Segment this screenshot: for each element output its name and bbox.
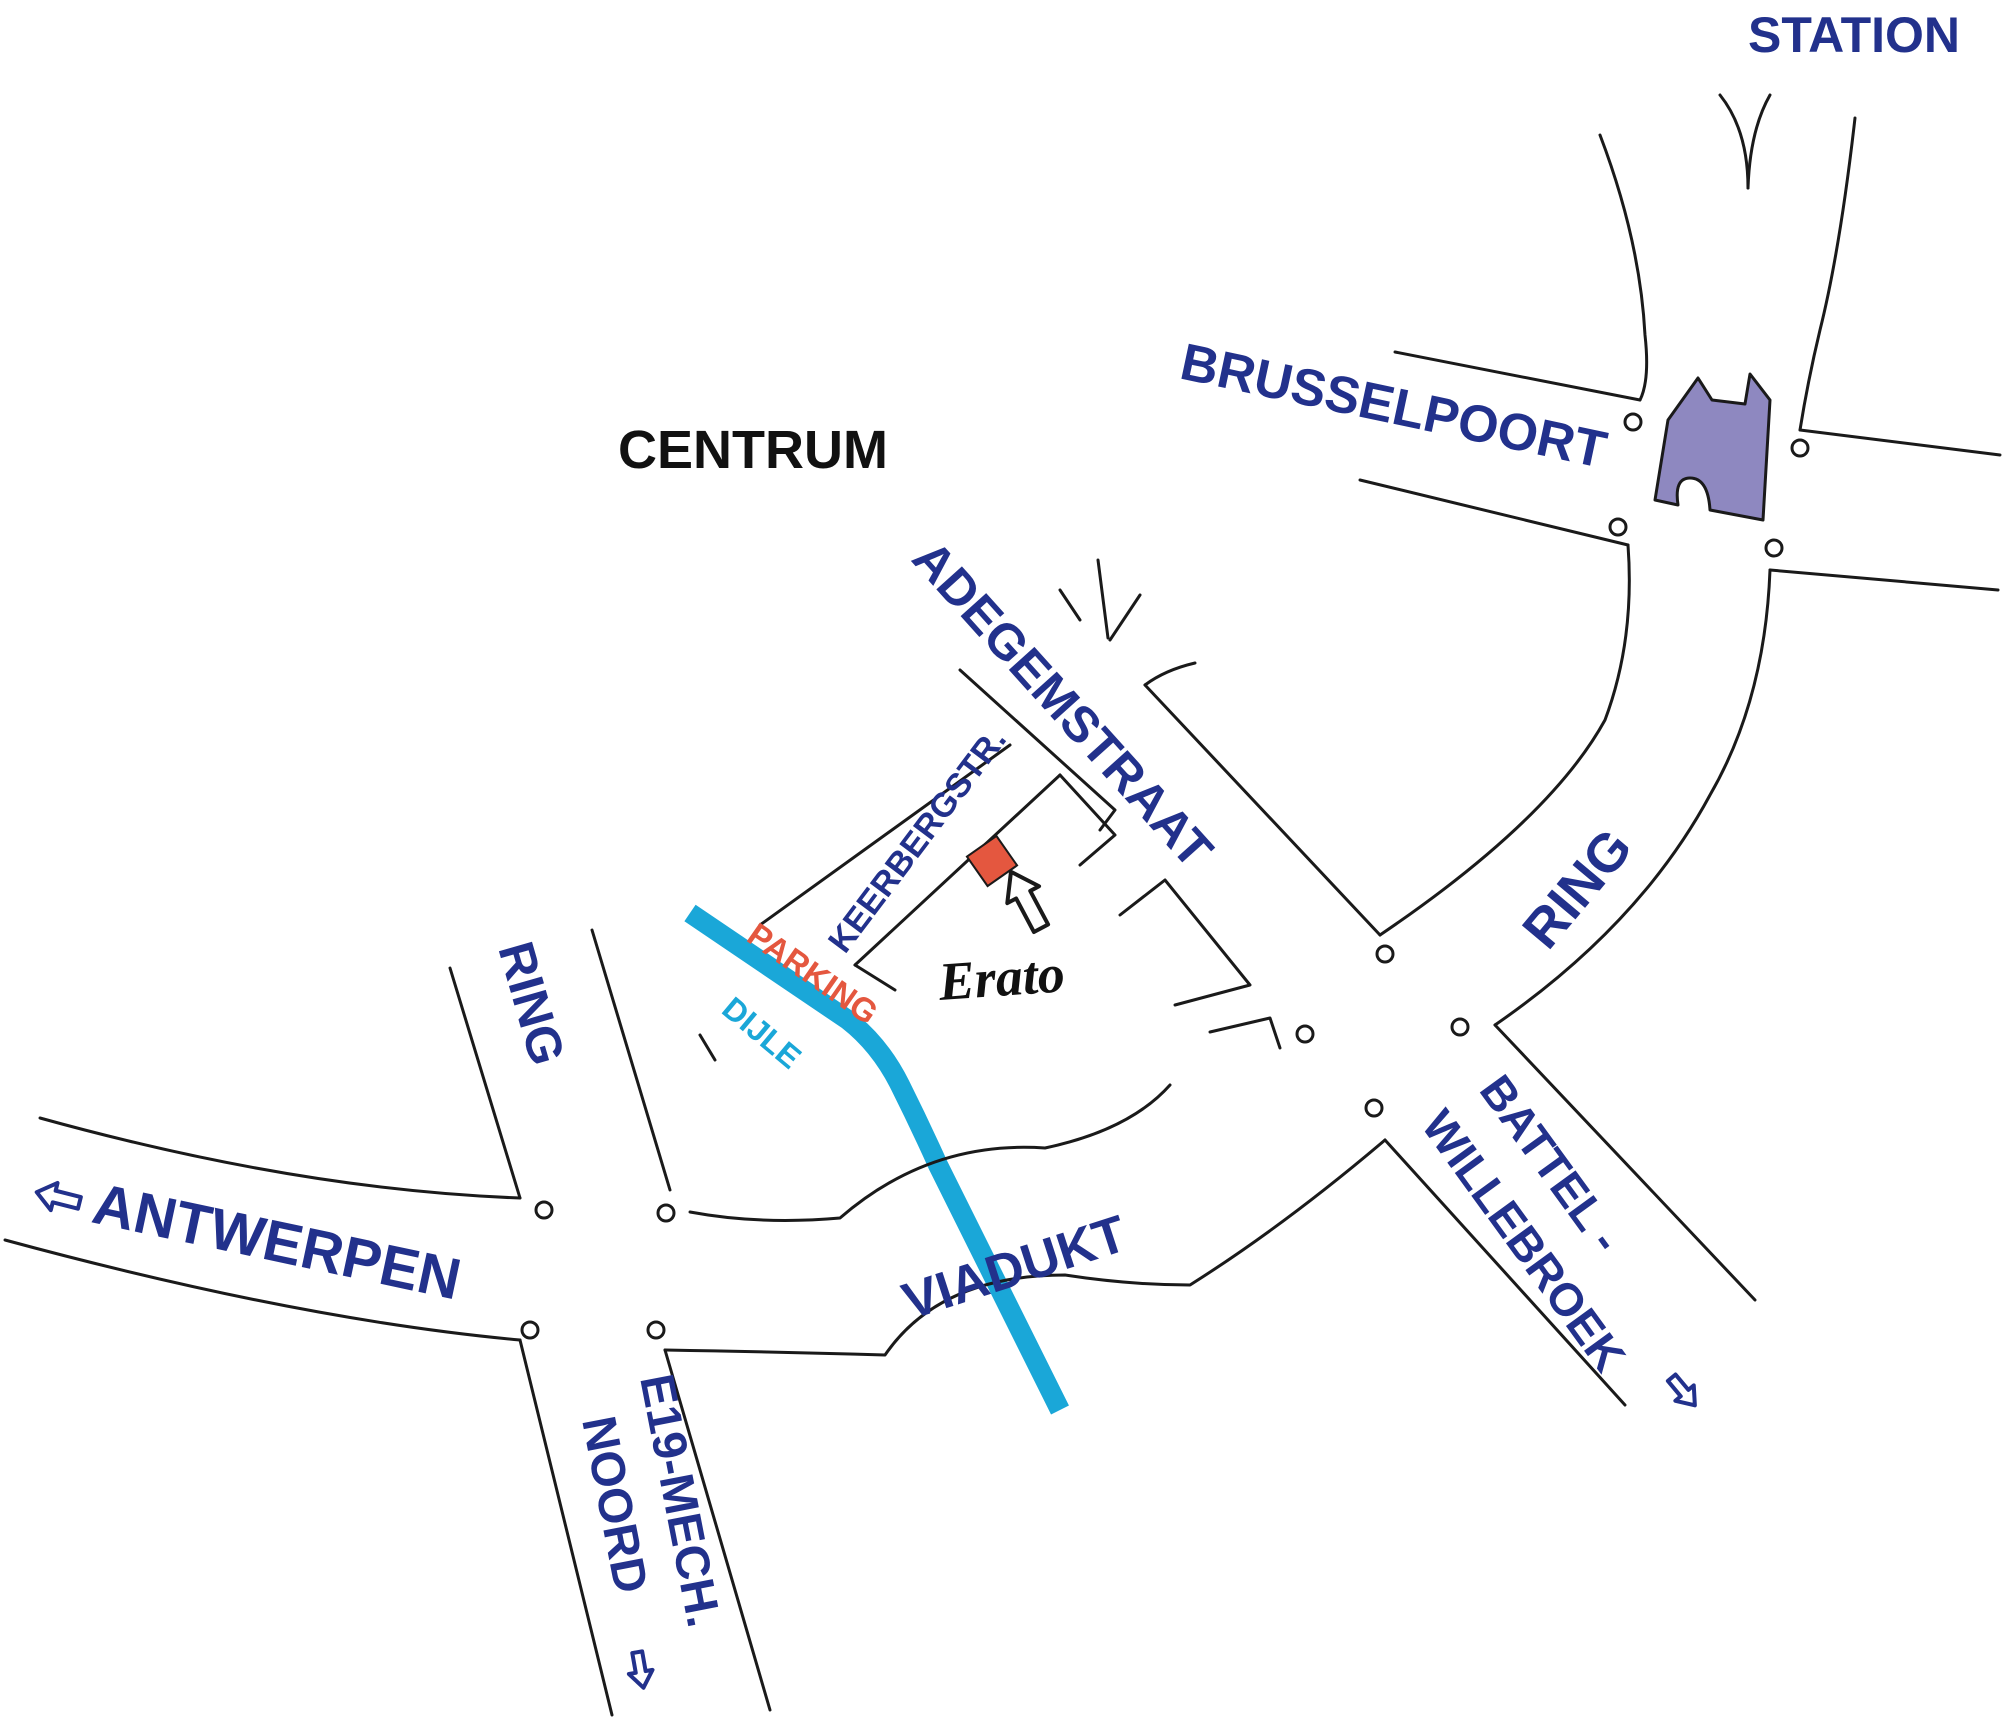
label-e19: E19-MECH. bbox=[629, 1370, 730, 1631]
road-network bbox=[3, 93, 2002, 1717]
arrow-up-icon bbox=[1005, 869, 1051, 935]
intersection-markers bbox=[520, 412, 1810, 1340]
label-brusselpoort: BRUSSELPOORT bbox=[1176, 333, 1612, 480]
exit-arrow-icon bbox=[34, 1180, 83, 1213]
exit-arrow-icon bbox=[626, 1649, 655, 1690]
exit-arrow-icon bbox=[1665, 1372, 1697, 1408]
label-keerbergstr: KEERBERGSTR. bbox=[821, 721, 1014, 960]
building-marker bbox=[965, 834, 1019, 888]
label-centrum: CENTRUM bbox=[618, 420, 888, 480]
label-station: STATION bbox=[1748, 7, 1960, 63]
label-dijle: DIJLE bbox=[716, 990, 809, 1076]
castle-gate-icon bbox=[1653, 372, 1772, 522]
river-dijle bbox=[684, 904, 1069, 1415]
label-erato: Erato bbox=[936, 943, 1067, 1012]
label-ring-west: RING bbox=[487, 936, 575, 1072]
label-antwerpen: ANTWERPEN bbox=[87, 1171, 466, 1312]
label-ring-east: RING bbox=[1511, 818, 1644, 960]
